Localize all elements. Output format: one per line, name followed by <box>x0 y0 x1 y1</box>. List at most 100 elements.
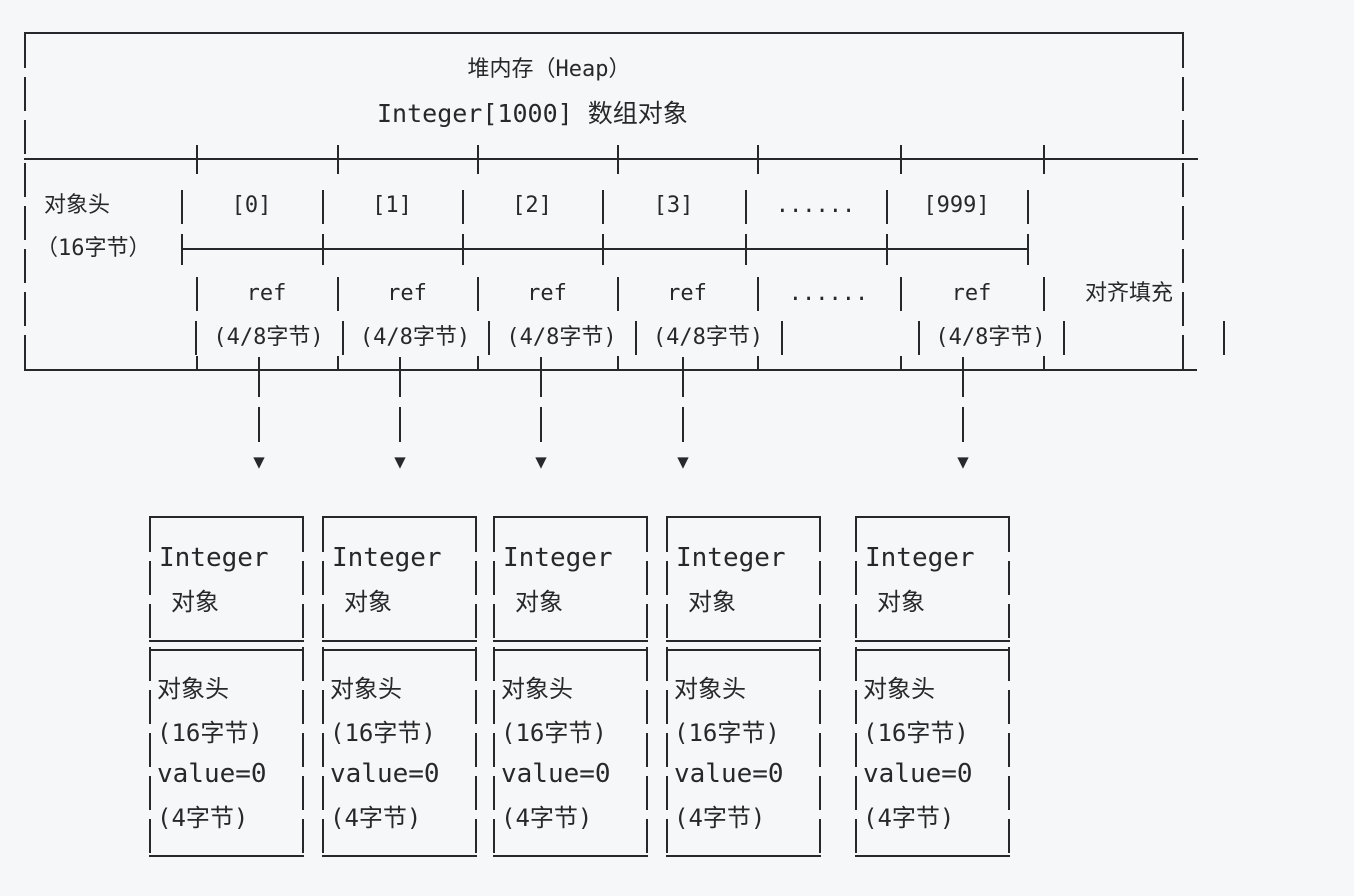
card-subtitle: 对象 <box>344 588 392 616</box>
card-subtitle: 对象 <box>515 588 563 616</box>
array-index-cell: [3] <box>653 193 694 218</box>
separator-tick <box>196 145 198 174</box>
arrow-stem <box>399 357 401 397</box>
bottom-tick <box>477 356 479 369</box>
heap-subtitle: Integer[1000] 数组对象 <box>377 99 688 128</box>
card-left-border <box>322 518 324 855</box>
card-title: Integer <box>676 543 786 573</box>
size-pipe <box>1063 321 1065 355</box>
card-right-border <box>819 518 821 855</box>
size-pipe <box>635 321 637 355</box>
card-right-border <box>475 518 477 855</box>
ref-cell: ref <box>951 281 992 306</box>
card-object-header-label: 对象头 <box>501 675 573 703</box>
bottom-tick <box>757 356 759 369</box>
array-index-ellipsis: ...... <box>775 193 856 218</box>
card-value-size: (4字节) <box>330 804 422 832</box>
ref-pipe <box>477 277 479 311</box>
card-separator-double-line <box>493 640 648 651</box>
card-bottom-border <box>149 855 304 857</box>
array-index-cell: [2] <box>512 193 552 218</box>
array-header-label: 对象头 <box>44 193 111 218</box>
card-left-border <box>493 518 495 855</box>
integer-object-card: Integer 对象 对象头 (16字节) value=0 (4字节) <box>855 516 1010 857</box>
ref-size-cell: (4/8字节) <box>506 325 617 350</box>
card-subtitle: 对象 <box>171 588 219 616</box>
column-pipe <box>886 190 888 224</box>
bottom-tick <box>196 356 198 369</box>
card-object-header-size: (16字节) <box>674 719 780 747</box>
card-value-field: value=0 <box>674 759 784 789</box>
ref-cell: ref <box>246 281 287 306</box>
card-title: Integer <box>332 543 442 573</box>
arrow-stem <box>258 357 260 397</box>
underline-tick <box>745 234 747 265</box>
arrow-stem <box>962 357 964 397</box>
ref-pipe <box>900 277 902 311</box>
card-object-header-label: 对象头 <box>674 675 746 703</box>
arrow-stem <box>258 407 260 442</box>
bottom-tick <box>617 356 619 369</box>
card-left-border <box>149 518 151 855</box>
card-top-border <box>493 516 648 518</box>
arrow-down-icon: ▼ <box>677 451 689 473</box>
card-bottom-border <box>666 855 821 857</box>
arrow-stem <box>682 357 684 397</box>
integer-object-card: Integer 对象 对象头 (16字节) value=0 (4字节) <box>149 516 304 857</box>
card-value-size: (4字节) <box>674 804 766 832</box>
column-pipe <box>745 190 747 224</box>
column-pipe <box>602 190 604 224</box>
card-top-border <box>322 516 477 518</box>
alignment-padding-label: 对齐填充 <box>1084 281 1173 306</box>
integer-object-card: Integer 对象 对象头 (16字节) value=0 (4字节) <box>666 516 821 857</box>
ref-size-cell: (4/8字节) <box>652 325 764 350</box>
arrow-stem <box>399 407 401 442</box>
separator-tick <box>337 145 339 174</box>
card-separator-double-line <box>855 640 1010 651</box>
array-header-size-label: （16字节） <box>36 236 151 261</box>
separator-tick <box>757 145 759 174</box>
ref-size-cell: (4/8字节) <box>359 325 471 350</box>
ref-cell: ref <box>387 281 427 306</box>
card-left-border <box>855 518 857 855</box>
card-title: Integer <box>159 543 269 573</box>
arrow-down-icon: ▼ <box>394 451 406 473</box>
bottom-tick <box>1043 356 1045 369</box>
card-value-field: value=0 <box>330 759 440 789</box>
separator-tick <box>900 145 902 174</box>
arrow-down-icon: ▼ <box>253 451 265 473</box>
column-pipe <box>462 190 464 224</box>
column-pipe <box>1027 190 1029 224</box>
size-pipe <box>488 321 490 355</box>
ref-size-cell: (4/8字节) <box>213 325 324 350</box>
heap-box-left-border <box>24 34 26 369</box>
underline-tick <box>181 234 183 265</box>
heap-title: 堆内存（Heap） <box>467 57 631 82</box>
card-bottom-border <box>322 855 477 857</box>
arrow-stem <box>962 407 964 442</box>
bottom-tick <box>900 356 902 369</box>
card-title: Integer <box>865 543 975 573</box>
card-right-border <box>1008 518 1010 855</box>
card-value-field: value=0 <box>501 759 611 789</box>
separator-tick <box>477 145 479 174</box>
ref-pipe <box>1043 277 1045 311</box>
card-top-border <box>855 516 1010 518</box>
ref-size-cell: (4/8字节) <box>935 325 1046 350</box>
ref-cell: ref <box>527 281 567 306</box>
size-pipe <box>918 321 920 355</box>
card-title: Integer <box>503 543 613 573</box>
ref-cell: ref <box>667 281 707 306</box>
underline-tick <box>602 234 604 265</box>
bottom-tick <box>337 356 339 369</box>
size-pipe <box>342 321 344 355</box>
card-right-border <box>646 518 648 855</box>
card-value-size: (4字节) <box>863 804 955 832</box>
separator-tick <box>1043 145 1045 174</box>
heap-box-bottom-border <box>24 369 1197 371</box>
arrow-down-icon: ▼ <box>957 451 969 473</box>
array-index-cell: [0] <box>231 193 272 218</box>
card-object-header-label: 对象头 <box>330 675 402 703</box>
card-value-field: value=0 <box>863 759 973 789</box>
